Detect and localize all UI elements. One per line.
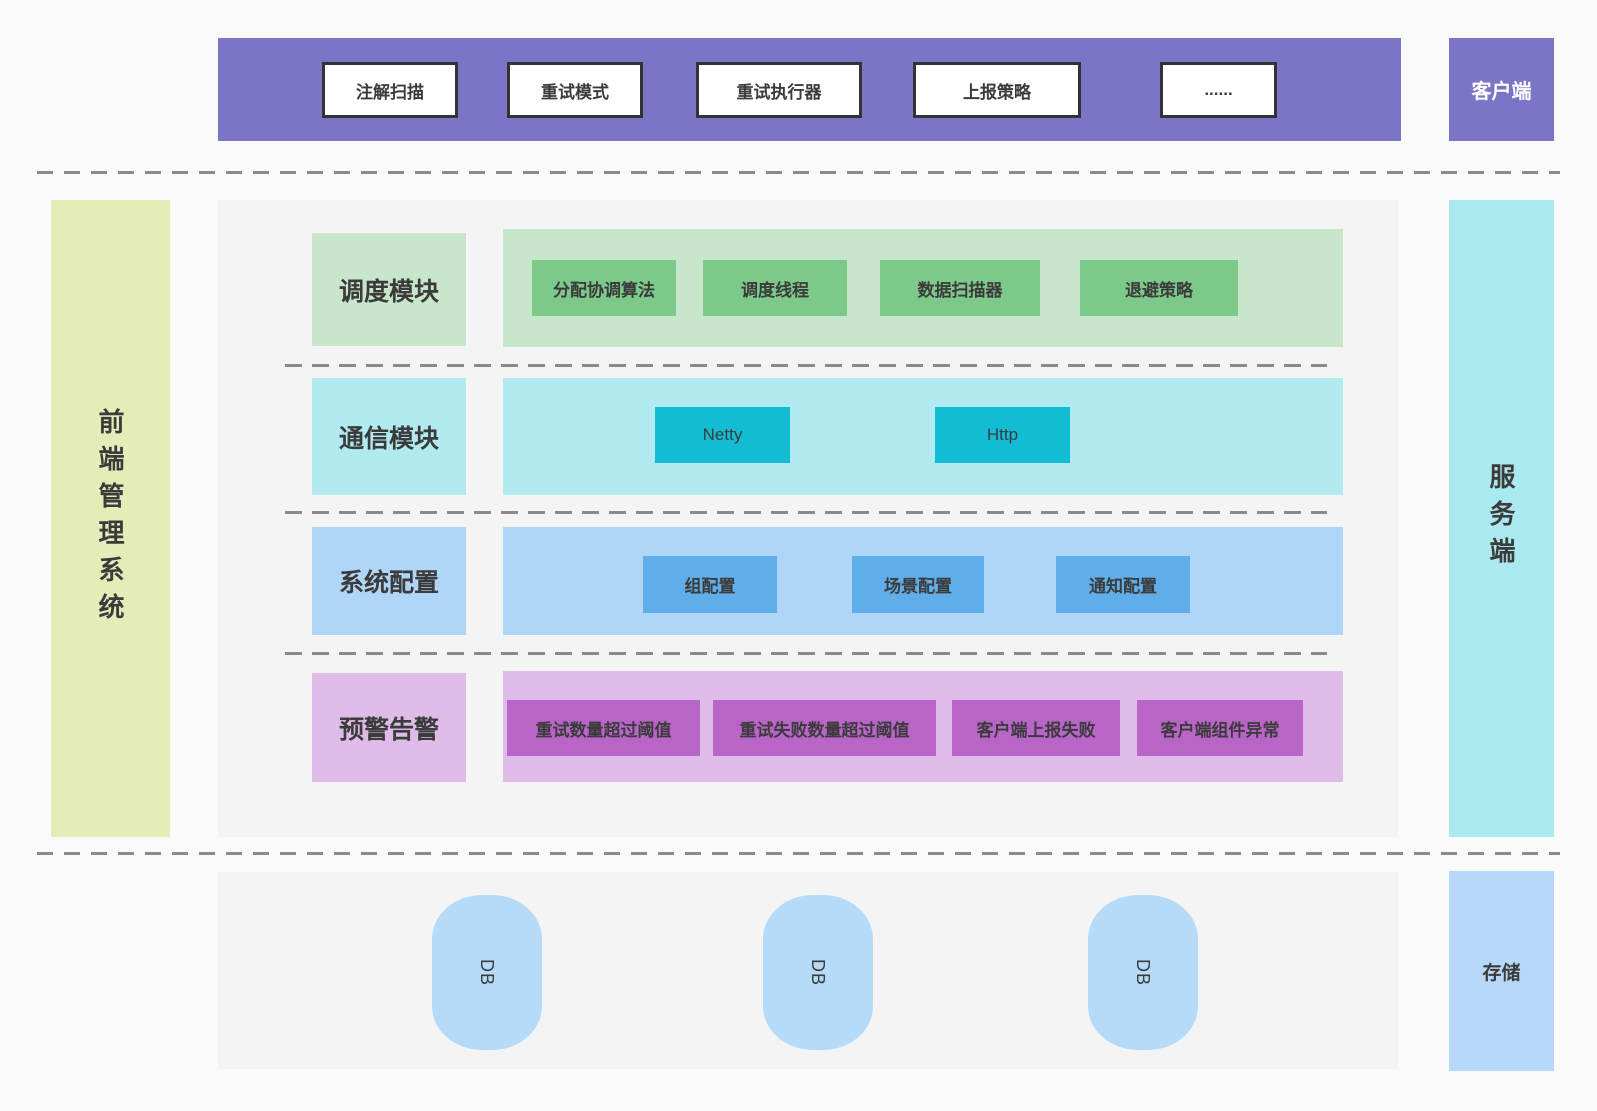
db-label: DB [808,958,829,987]
row-separator-dashed-line [285,364,1327,367]
module-box-ellipsis: ...... [1160,62,1277,118]
db-cylinder: DB [1088,895,1198,1050]
storage-side-label: 存储 [1449,871,1554,1071]
item-http: Http [935,407,1070,463]
module-box-annotation-scan: 注解扫描 [322,62,458,118]
db-label: DB [1133,958,1154,987]
server-side-label: 服务端 [1486,463,1516,574]
row-separator-dashed-line [285,511,1327,514]
item-allocation-coordination-algorithm: 分配协调算法 [532,260,676,316]
row-label-system-config: 系统配置 [312,527,466,635]
item-notification-config: 通知配置 [1056,556,1190,613]
client-layer-bar: 注解扫描 重试模式 重试执行器 上报策略 ...... [218,38,1401,141]
item-scheduling-thread: 调度线程 [703,260,847,316]
row-panel-communication [503,378,1343,495]
module-box-retry-mode: 重试模式 [507,62,643,118]
item-netty: Netty [655,407,790,463]
item-group-config: 组配置 [643,556,777,613]
item-backoff-strategy: 退避策略 [1080,260,1238,316]
client-side-label: 客户端 [1449,38,1554,141]
db-cylinder: DB [432,895,542,1050]
row-label-alerting: 预警告警 [312,673,466,782]
db-label: DB [477,958,498,987]
item-retry-failure-count-threshold: 重试失败数量超过阈值 [713,700,936,756]
bottom-separator-dashed-line [37,852,1560,855]
row-label-scheduling-module: 调度模块 [312,233,466,346]
item-client-component-abnormal: 客户端组件异常 [1137,700,1303,756]
module-box-report-strategy: 上报策略 [913,62,1081,118]
module-box-retry-executor: 重试执行器 [696,62,862,118]
item-retry-count-threshold: 重试数量超过阈值 [507,700,700,756]
item-data-scanner: 数据扫描器 [880,260,1040,316]
item-scene-config: 场景配置 [852,556,984,613]
item-client-report-failure: 客户端上报失败 [952,700,1120,756]
frontend-management-sidebar: 前端管理系统 [51,200,170,837]
db-cylinder: DB [763,895,873,1050]
top-separator-dashed-line [37,171,1560,174]
server-side-column: 服务端 [1449,200,1554,837]
row-label-communication-module: 通信模块 [312,378,466,495]
frontend-management-label: 前端管理系统 [95,407,125,630]
row-separator-dashed-line [285,652,1327,655]
